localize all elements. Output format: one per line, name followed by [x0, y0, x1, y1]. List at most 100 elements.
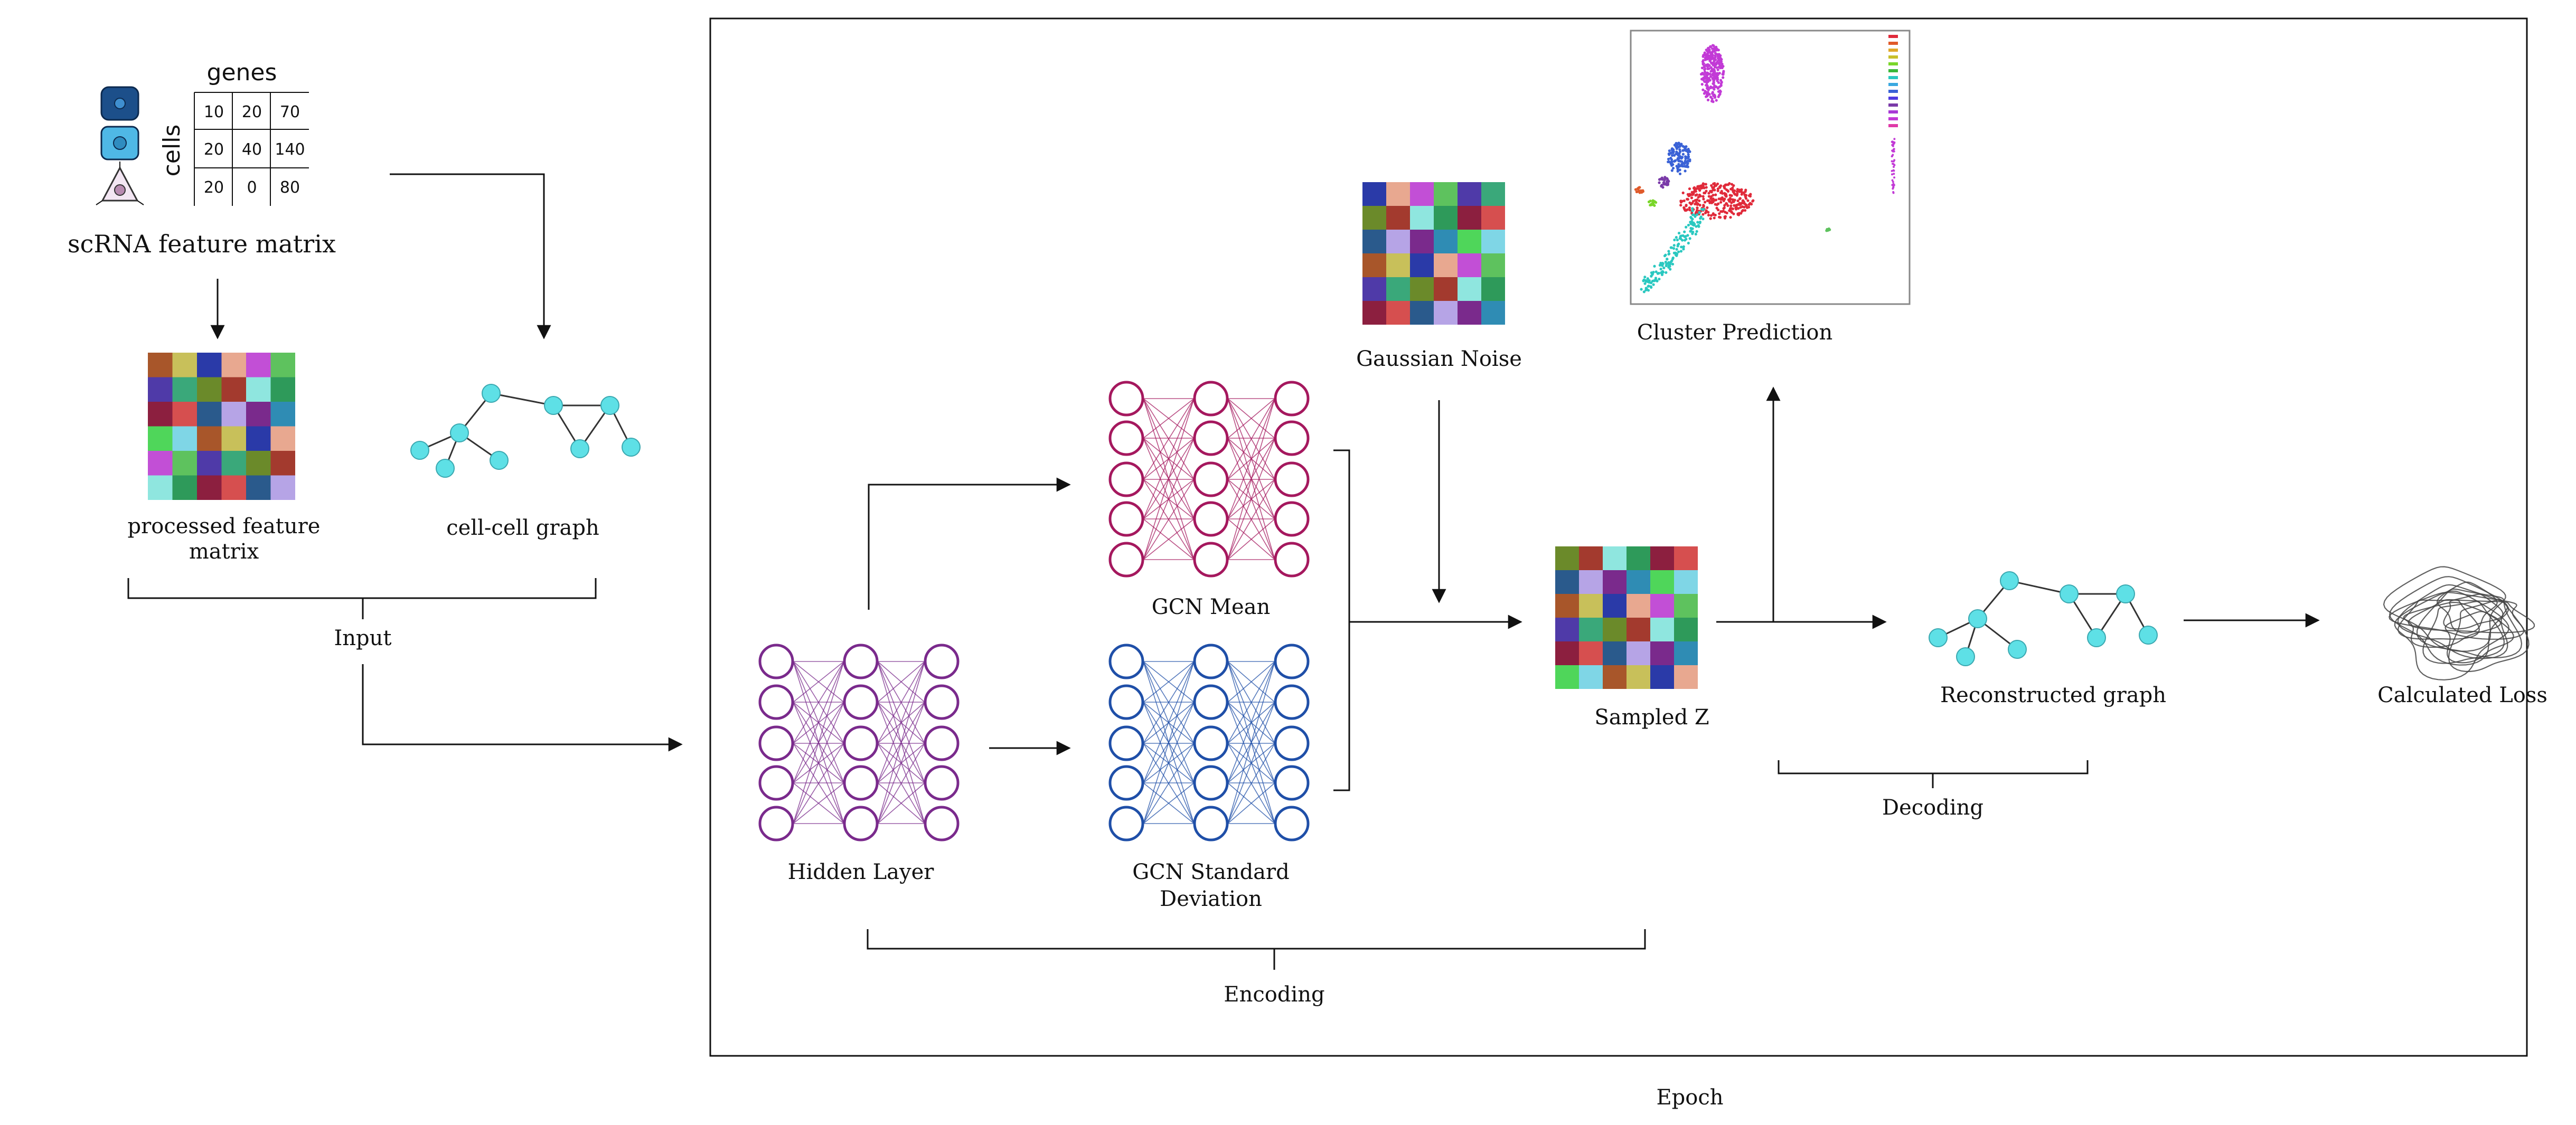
- graph-node: [1929, 628, 1948, 647]
- mosaic-cell: [172, 451, 197, 476]
- cluster-point: [1654, 201, 1658, 204]
- cluster-point: [1721, 72, 1724, 76]
- graph-node: [2139, 626, 2158, 645]
- graph-node: [570, 439, 589, 458]
- cluster-point: [1709, 197, 1713, 200]
- cluster-point: [1736, 188, 1739, 191]
- cluster-point: [1666, 182, 1669, 185]
- mosaic-cell: [148, 426, 173, 451]
- legend-swatch: [1888, 35, 1898, 38]
- mosaic-cell: [148, 475, 173, 500]
- cluster-point: [1746, 199, 1750, 202]
- mosaic-cell: [1481, 253, 1505, 277]
- cluster-point: [1643, 282, 1647, 285]
- cluster-point: [1737, 207, 1740, 210]
- network-edge: [793, 743, 844, 824]
- mosaic-cell: [1434, 277, 1458, 301]
- cluster-point: [1712, 82, 1715, 85]
- cluster-point: [1669, 260, 1672, 263]
- mosaic-cell: [221, 451, 246, 476]
- mosaic-cell: [1410, 230, 1434, 253]
- cluster-point: [1712, 72, 1715, 75]
- cluster-point: [1685, 209, 1688, 212]
- cluster-point: [1635, 190, 1638, 194]
- cluster-point: [1719, 197, 1723, 200]
- network-edge: [1143, 398, 1195, 480]
- network-edge: [1143, 398, 1195, 560]
- cluster-point: [1696, 221, 1699, 224]
- cluster-point: [1670, 148, 1674, 151]
- mosaic-cell: [1579, 570, 1603, 594]
- cluster-point: [1714, 193, 1717, 196]
- network-edge: [1227, 661, 1275, 824]
- cluster-point: [1660, 176, 1663, 179]
- cluster-point: [1649, 200, 1652, 203]
- network-neuron: [1274, 542, 1310, 578]
- cluster-point: [1715, 85, 1718, 88]
- cluster-point: [1695, 201, 1698, 204]
- scribble-stroke: [2416, 588, 2523, 658]
- processed-label-line2: matrix: [189, 540, 259, 564]
- cluster-point: [1689, 230, 1693, 233]
- graph-node: [622, 438, 641, 457]
- arrow-input-to-encoder: [362, 664, 683, 752]
- cluster-point: [1701, 213, 1705, 216]
- cluster-point: [1672, 247, 1676, 250]
- graph-node: [1968, 609, 1987, 628]
- mosaic-cell: [1627, 618, 1650, 641]
- network-edge: [1227, 661, 1275, 744]
- network-neuron: [1108, 381, 1144, 417]
- cluster-point: [1740, 193, 1743, 196]
- network-edge: [1227, 398, 1275, 439]
- cluster-point: [1681, 162, 1685, 165]
- input-bracket: [127, 578, 597, 599]
- decoding-bracket: [1778, 760, 2089, 774]
- mosaic-cell: [1603, 641, 1627, 665]
- cluster-point: [1679, 250, 1683, 253]
- cluster-point: [1675, 254, 1678, 257]
- mosaic-cell: [197, 426, 222, 451]
- gcn-std-label-line2: Deviation: [1160, 887, 1262, 911]
- network-neuron: [843, 765, 879, 801]
- network-neuron: [843, 806, 879, 842]
- cluster-point: [1713, 70, 1716, 73]
- cluster-point: [1695, 209, 1699, 212]
- scribble-stroke: [2394, 590, 2510, 680]
- legend-swatch: [1888, 69, 1898, 72]
- cluster-point: [1664, 253, 1667, 257]
- network-neuron: [758, 765, 794, 801]
- mosaic-cell: [1386, 253, 1410, 277]
- cluster-point: [1706, 92, 1709, 96]
- mosaic-cell: [1627, 594, 1650, 618]
- hidden-layer-label: Hidden Layer: [788, 860, 935, 884]
- cluster-point: [1642, 290, 1646, 294]
- cluster-point: [1892, 169, 1895, 172]
- network-neuron: [924, 644, 960, 679]
- graph-node: [600, 396, 619, 415]
- cluster-point: [1650, 203, 1653, 206]
- cluster-point: [1667, 157, 1670, 160]
- cluster-point: [1718, 186, 1722, 189]
- cluster-point: [1671, 166, 1675, 170]
- scribble-stroke: [2437, 581, 2498, 634]
- mosaic-cell: [1650, 570, 1674, 594]
- cluster-point: [1724, 215, 1727, 218]
- cluster-point: [1691, 209, 1694, 212]
- table-cell: 20: [242, 103, 262, 121]
- cluster-point: [1678, 145, 1681, 148]
- mosaic-cell: [1555, 618, 1579, 641]
- cluster-point: [1705, 72, 1708, 75]
- gaussian-noise-matrix: [1362, 182, 1505, 325]
- cluster-point: [1653, 264, 1656, 268]
- cluster-point: [1699, 184, 1702, 187]
- cluster-point: [1697, 196, 1700, 199]
- network-edge: [877, 743, 925, 824]
- cluster-point: [1701, 195, 1705, 198]
- cluster-point: [1713, 182, 1716, 185]
- cluster-point: [1676, 238, 1679, 242]
- mosaic-cell: [197, 377, 222, 402]
- cluster-point: [1701, 208, 1705, 211]
- cluster-point: [1891, 184, 1894, 186]
- encoding-label: Encoding: [1224, 982, 1324, 1007]
- network-edge: [877, 661, 925, 703]
